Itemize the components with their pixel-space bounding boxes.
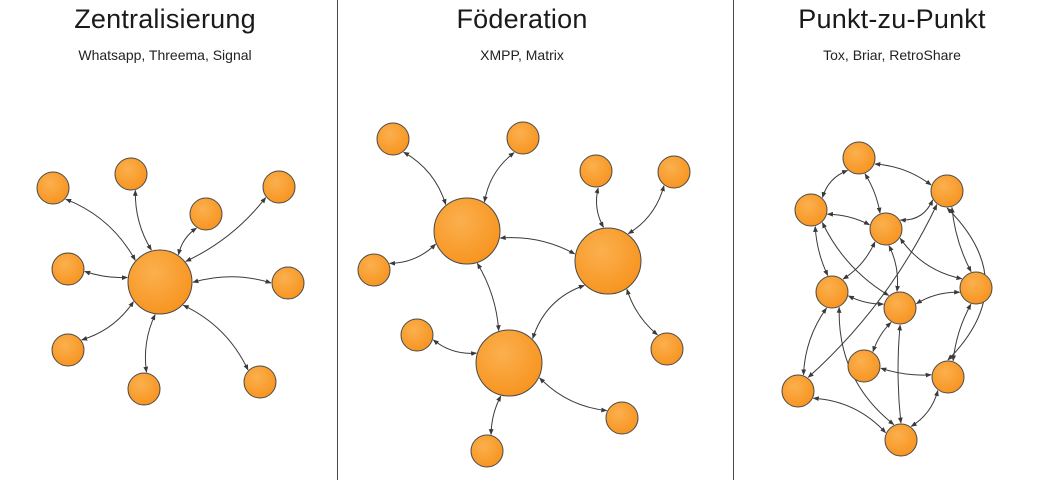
subtitle-peer-to-peer: Tox, Briar, RetroShare: [823, 47, 961, 63]
subtitle-federation: XMPP, Matrix: [480, 47, 564, 63]
node-client-p4: [869, 212, 903, 246]
node-client-p3: [930, 174, 964, 208]
node-client-c9: [243, 365, 277, 399]
edge-f0-f3: [403, 151, 447, 206]
node-client-c2: [114, 157, 148, 191]
edge-p10-p11: [812, 396, 887, 434]
edge-p2-p6: [821, 222, 890, 296]
node-client-p10: [781, 374, 815, 408]
node-client-p5: [815, 275, 849, 309]
node-client-p7: [959, 271, 993, 305]
node-server-f1: [574, 227, 642, 295]
edge-p8-p9: [880, 367, 932, 378]
node-client-p1: [842, 141, 876, 175]
node-client-f4: [506, 121, 540, 155]
title-centralization: Zentralisierung: [74, 4, 256, 34]
edge-p6-p7: [915, 289, 961, 305]
edges-layer: [65, 151, 986, 436]
divider-left: [337, 0, 338, 480]
title-federation: Föderation: [456, 4, 588, 34]
edge-f2-f10: [539, 377, 608, 413]
edge-c0-c7: [81, 301, 134, 341]
node-client-f6: [579, 154, 613, 188]
edge-f1-f9: [626, 288, 658, 336]
edge-p5-p10: [801, 307, 827, 376]
edge-c0-c2: [132, 189, 152, 251]
edge-p10-p3: [807, 204, 938, 378]
node-server-f0: [433, 197, 501, 265]
edge-p5-p6: [847, 295, 885, 307]
edge-f1-f2: [532, 284, 585, 340]
edge-f1-f6: [594, 187, 604, 228]
edge-p4-p7: [899, 237, 963, 280]
edge-p1-p3: [874, 161, 932, 186]
node-client-f8: [400, 318, 434, 352]
edge-f0-f1: [499, 235, 576, 255]
title-peer-to-peer: Punkt-zu-Punkt: [798, 4, 986, 34]
edge-f1-f7: [627, 185, 665, 235]
edge-p6-p8: [872, 321, 892, 353]
node-client-p2: [794, 193, 828, 227]
node-client-f3: [376, 122, 410, 156]
node-client-c1: [36, 171, 70, 205]
edge-p3-p7: [950, 206, 972, 273]
node-client-f11: [470, 434, 504, 468]
subtitle-centralization: Whatsapp, Threema, Signal: [78, 47, 252, 63]
edge-p2-p5: [813, 225, 829, 277]
node-client-c3: [189, 197, 223, 231]
edge-c0-c1: [65, 198, 136, 261]
edge-p3-p4: [899, 199, 934, 223]
edge-f2-f11: [488, 395, 502, 436]
edge-p7-p9: [951, 303, 972, 362]
node-client-f10: [605, 401, 639, 435]
divider-right: [733, 0, 734, 480]
node-client-f7: [657, 155, 691, 189]
nodes-layer: [36, 121, 993, 468]
edge-f0-f2: [476, 262, 501, 332]
edge-c0-c9: [182, 304, 249, 371]
edge-p1-p4: [864, 173, 882, 214]
node-client-c6: [271, 266, 305, 300]
edge-c0-c8: [143, 314, 156, 373]
node-client-p11: [884, 423, 918, 457]
node-client-f5: [357, 253, 391, 287]
edge-c0-c3: [177, 227, 197, 256]
edge-f0-f5: [389, 243, 437, 266]
node-client-c7: [51, 333, 85, 367]
edge-p2-p4: [826, 211, 871, 226]
edge-f2-f8: [432, 339, 478, 356]
node-client-p9: [931, 360, 965, 394]
edge-c0-c4: [185, 197, 267, 262]
edge-c0-c5: [84, 270, 128, 281]
node-client-c5: [51, 252, 85, 286]
node-client-f9: [650, 332, 684, 366]
node-client-p6: [883, 291, 917, 325]
edge-p1-p2: [821, 170, 849, 199]
node-client-p8: [847, 349, 881, 383]
node-client-c8: [127, 372, 161, 406]
edge-p6-p11: [897, 324, 903, 424]
edge-p9-p11: [910, 390, 939, 427]
node-server-c0: [127, 249, 193, 315]
node-client-c4: [262, 170, 296, 204]
node-server-f2: [475, 329, 543, 397]
edge-c0-c6: [192, 276, 272, 284]
edge-f0-f4: [483, 152, 515, 203]
